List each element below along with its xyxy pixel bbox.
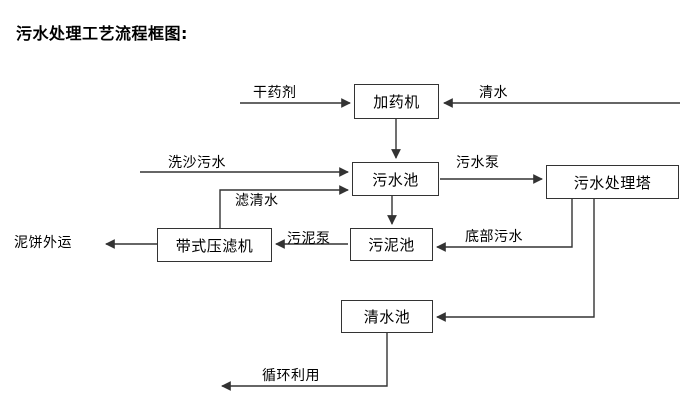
node-sewage-pool[interactable]: 污水池 bbox=[352, 162, 439, 196]
label-clean-water: 清水 bbox=[479, 85, 508, 101]
node-belt-filter-press[interactable]: 带式压滤机 bbox=[157, 228, 272, 262]
node-treatment-tower-label: 污水处理塔 bbox=[573, 173, 652, 192]
label-mud-cake-out: 泥饼外运 bbox=[14, 235, 72, 251]
node-clear-water-pool[interactable]: 清水池 bbox=[341, 300, 433, 333]
edge-clear-water-to-recycle bbox=[221, 333, 388, 391]
node-sludge-pool[interactable]: 污泥池 bbox=[350, 228, 433, 261]
node-treatment-tower[interactable]: 污水处理塔 bbox=[546, 165, 679, 199]
label-filtered-clear-water: 滤清水 bbox=[235, 193, 279, 209]
node-sludge-pool-label: 污泥池 bbox=[368, 236, 415, 254]
label-sewage-pump: 污水泵 bbox=[456, 155, 500, 171]
label-sludge-pump: 污泥泵 bbox=[287, 231, 331, 247]
edge-tower-to-clear-water-pool bbox=[436, 199, 595, 322]
label-recycle-use: 循环利用 bbox=[262, 368, 320, 384]
node-dosing-machine[interactable]: 加药机 bbox=[354, 84, 439, 119]
label-bottom-sewage: 底部污水 bbox=[465, 229, 523, 245]
label-dry-chemical: 干药剂 bbox=[253, 85, 297, 101]
node-belt-filter-press-label: 带式压滤机 bbox=[175, 236, 254, 255]
node-dosing-machine-label: 加药机 bbox=[373, 93, 420, 111]
edge-tower-to-sludge-pool bbox=[436, 199, 573, 252]
label-sand-wash-sewage: 洗沙污水 bbox=[168, 155, 226, 171]
node-clear-water-pool-label: 清水池 bbox=[363, 308, 411, 326]
node-sewage-pool-label: 污水池 bbox=[372, 170, 419, 189]
page-title: 污水处理工艺流程框图: bbox=[16, 24, 188, 43]
